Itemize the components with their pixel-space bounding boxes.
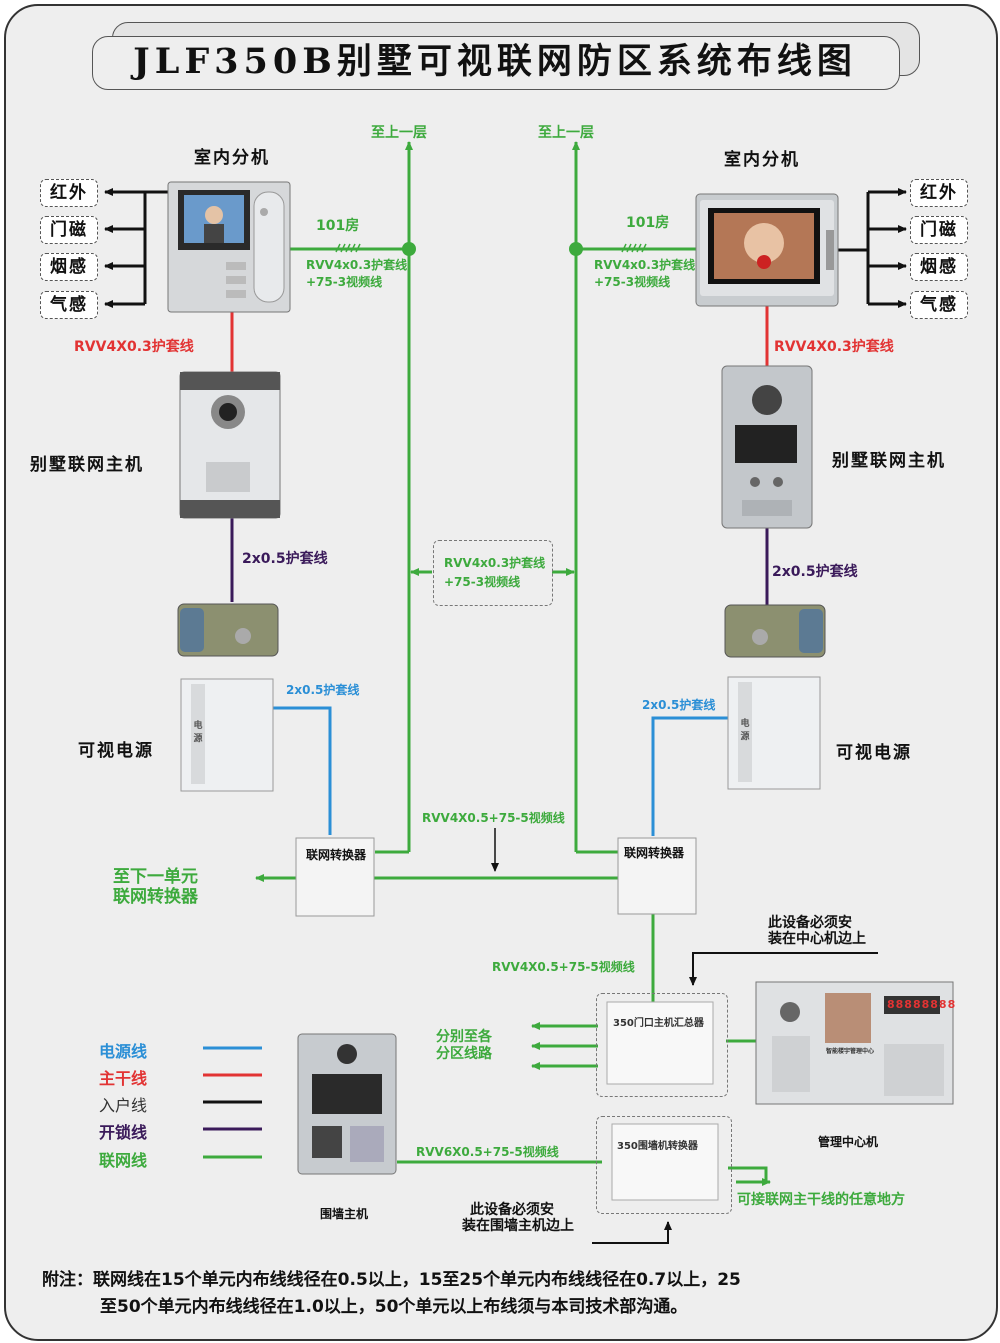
wall-install-note-2: 装在围墙主机边上 [462, 1218, 574, 1234]
right-sensor-smoke: 烟感 [910, 253, 968, 281]
right-sensor-gas: 气感 [910, 291, 968, 319]
left-room-cable-2: +75-3视频线 [306, 275, 383, 289]
next-unit-label-2: 联网转换器 [113, 887, 198, 907]
center-install-arrow [689, 952, 878, 986]
left-sensor-gas: 气感 [40, 291, 98, 319]
left-power-box [180, 678, 274, 792]
left-upstairs-label: 至上一层 [371, 125, 427, 141]
footnote: 附注：联网线在15个单元内布线线径在0.5以上，15至25个单元内布线线径在0.… [42, 1267, 942, 1321]
right-sensor-door: 门磁 [910, 216, 968, 244]
left-blue-line [273, 706, 332, 835]
right-power-cable-label: 2x0.5护套线 [642, 698, 716, 712]
wall-host-device [297, 1033, 397, 1175]
left-room-label: 101房 [316, 218, 360, 234]
wall-converter-box [611, 1123, 719, 1201]
center-screen-label: 智能楼宇管理中心 [826, 1048, 875, 1055]
center-display-readout: 88888888 [887, 998, 957, 1011]
right-power-box-text: 电源 [740, 719, 750, 742]
left-power-label: 可视电源 [78, 741, 154, 761]
gate-hub-label: 350门口主机汇总器 [613, 1018, 704, 1029]
left-power-box-text: 电源 [193, 721, 203, 744]
zones-label-2: 分区线路 [436, 1046, 492, 1062]
left-villa-host-label: 别墅联网主机 [30, 455, 144, 475]
left-converter-label: 联网转换器 [306, 848, 367, 862]
wall-cable-label: RVV6X0.5+75-5视频线 [416, 1145, 559, 1159]
right-power-label: 可视电源 [836, 743, 912, 763]
wall-converter-dash [596, 1116, 732, 1214]
right-power-box [727, 676, 821, 790]
right-upstairs-label: 至上一层 [538, 125, 594, 141]
left-sensor-wires [104, 188, 168, 308]
left-trunk-cable-label: RVV4X0.3护套线 [74, 339, 194, 355]
right-trunk-cable-label: RVV4X0.3护套线 [774, 339, 894, 355]
middle-cable-box [433, 540, 553, 606]
right-cable-slashes [621, 243, 647, 253]
left-villa-host [179, 371, 281, 519]
left-converter-box [295, 837, 375, 917]
bus-cable-2-label: RVV4X0.5+75-5视频线 [492, 960, 635, 974]
right-villa-host-label: 别墅联网主机 [832, 451, 946, 471]
left-lock-cable-label: 2x0.5护套线 [242, 551, 328, 567]
wall-host-label: 围墙主机 [320, 1207, 369, 1221]
center-install-note-2: 装在中心机边上 [768, 931, 866, 947]
left-power-cable-label: 2x0.5护套线 [286, 683, 360, 697]
footnote-line-1: 附注：联网线在15个单元内布线线径在0.5以上，15至25个单元内布线线径在0.… [42, 1270, 741, 1290]
legend-power-line: 电源线 [99, 1042, 148, 1061]
wall-install-note-1: 此设备必须安 [470, 1202, 554, 1218]
center-label: 管理中心机 [818, 1135, 879, 1149]
right-room-cable-1: RVV4x0.3护套线 [594, 258, 696, 272]
right-sensor-wires [838, 188, 907, 308]
right-converter-label: 联网转换器 [624, 846, 685, 860]
right-indoor-unit-label: 室内分机 [724, 150, 800, 170]
bus-cable-label: RVV4X0.5+75-5视频线 [422, 811, 565, 825]
diagram-title: JLF350B别墅可视联网防区系统布线图 [133, 41, 857, 82]
legend-entry-line: 入户线 [99, 1096, 148, 1115]
any-trunk-label: 可接联网主干线的任意地方 [737, 1192, 905, 1208]
right-blue-line [651, 716, 728, 836]
left-room-cable-1: RVV4x0.3护套线 [306, 258, 408, 272]
center-install-note-1: 此设备必须安 [768, 915, 852, 931]
right-junction-dot [569, 242, 583, 256]
legend-trunk-line: 主干线 [99, 1069, 148, 1088]
zones-label-1: 分别至各 [436, 1029, 492, 1045]
legend-network-line: 联网线 [99, 1151, 148, 1170]
next-unit-label-1: 至下一单元 [113, 867, 198, 887]
left-junction-dot [402, 242, 416, 256]
left-indoor-unit-label: 室内分机 [194, 148, 270, 168]
wall-install-arrow [592, 1221, 672, 1244]
middle-cable-2: +75-3视频线 [444, 575, 521, 589]
footnote-line-2: 至50个单元内布线线径在1.0以上，50个单元以上布线须与本司技术部沟通。 [100, 1297, 688, 1317]
left-sensor-door: 门磁 [40, 216, 98, 244]
right-lock-cable-label: 2x0.5护套线 [772, 564, 858, 580]
right-electric-lock [724, 604, 826, 658]
gate-hub-dash [596, 993, 728, 1097]
right-sensor-infrared: 红外 [910, 179, 968, 207]
right-villa-host [721, 365, 813, 529]
middle-cable-1: RVV4x0.3护套线 [444, 556, 546, 570]
left-indoor-monitor [167, 181, 291, 313]
right-converter-box [617, 837, 697, 915]
title-box [92, 36, 900, 90]
left-sensor-smoke: 烟感 [40, 253, 98, 281]
gate-hub-box [606, 1001, 714, 1085]
left-cable-slashes [335, 243, 361, 253]
left-electric-lock [177, 603, 279, 657]
right-room-label: 101房 [626, 215, 670, 231]
legend-lines [203, 1046, 262, 1159]
wall-converter-label: 350围墙机转换器 [617, 1141, 698, 1152]
management-center-device [755, 981, 954, 1105]
right-room-cable-2: +75-3视频线 [594, 275, 671, 289]
green-trunk-lines [255, 141, 771, 1186]
left-sensor-infrared: 红外 [40, 179, 98, 207]
right-indoor-monitor [695, 193, 839, 307]
legend-lock-line: 开锁线 [99, 1123, 148, 1142]
